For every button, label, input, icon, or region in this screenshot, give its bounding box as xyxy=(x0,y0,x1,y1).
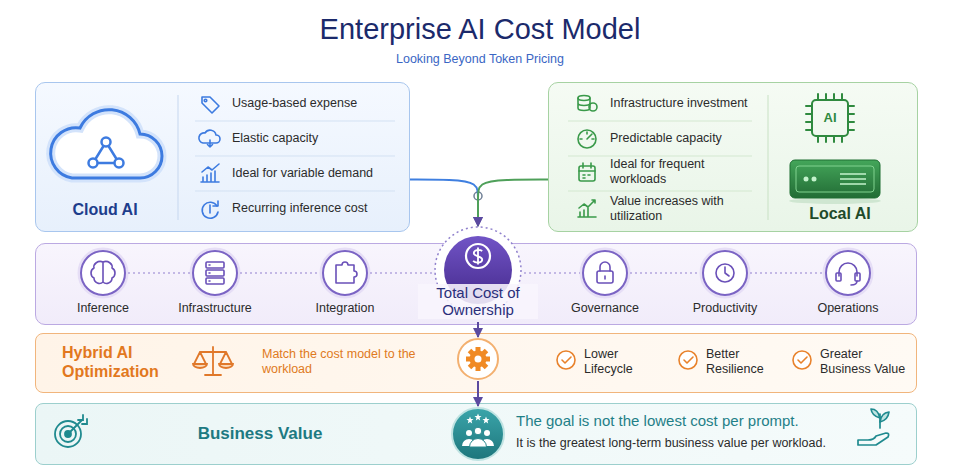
check-item: Better Resilience xyxy=(706,347,774,377)
optimization-band: Hybrid AI Optimization Match the cost mod… xyxy=(35,333,917,393)
node-glow xyxy=(192,250,239,297)
node-circle xyxy=(826,251,870,295)
hub-label: Total Cost of Ownership xyxy=(418,284,538,319)
feature-item: Elastic capacity xyxy=(232,131,402,146)
value-statement: The goal is not the lowest cost per prom… xyxy=(516,412,896,430)
feature-item: Usage-based expense xyxy=(232,96,402,111)
junction-dot xyxy=(474,192,482,200)
check-item: Greater Business Value xyxy=(820,347,914,377)
node-circle xyxy=(81,251,125,295)
people-node xyxy=(450,406,506,462)
cost-factor-node: Governance xyxy=(555,249,655,321)
check-item: Lower Lifecycle xyxy=(584,347,648,377)
band-heading: Business Value xyxy=(180,424,340,444)
coin-ring xyxy=(466,244,490,268)
currency-glyph xyxy=(473,248,482,265)
node-glow xyxy=(702,250,749,297)
feature-item: Predictable capacity xyxy=(610,131,770,146)
node-glow xyxy=(582,250,629,297)
tco-hub: Total Cost of Ownership xyxy=(418,226,538,322)
business-value-band: Business Value The goal is not the lowest… xyxy=(35,403,917,465)
feature-item: Ideal for variable demand xyxy=(232,166,402,181)
factor-label: Productivity xyxy=(675,301,775,316)
chip-label: AI xyxy=(812,110,848,126)
people-shape xyxy=(450,406,506,462)
local-ai-panel: Infrastructure investmentPredictable cap… xyxy=(548,82,918,232)
node-glow xyxy=(322,250,369,297)
node-circle xyxy=(583,251,627,295)
node-glow xyxy=(825,250,872,297)
cost-factor-node: Inference xyxy=(53,249,153,321)
cost-factor-node: Integration xyxy=(295,249,395,321)
gear-node xyxy=(456,337,500,381)
node-circle xyxy=(323,251,367,295)
diagram-title: Enterprise AI Cost Model xyxy=(0,12,960,47)
gear-shape xyxy=(456,337,500,381)
band-text: Match the cost model to the workload xyxy=(262,347,420,377)
factor-label: Inference xyxy=(53,301,153,316)
node-glow xyxy=(80,250,127,297)
node-circle xyxy=(703,251,747,295)
band-heading: Hybrid AI Optimization xyxy=(62,343,192,381)
value-statement: It is the greatest long-term business va… xyxy=(516,436,906,451)
panel-heading: Cloud AI xyxy=(40,200,170,219)
factor-label: Governance xyxy=(555,301,655,316)
flow-arrow xyxy=(478,180,548,227)
factor-label: Infrastructure xyxy=(165,301,265,316)
feature-item: Ideal for frequent workloads xyxy=(610,157,735,187)
feature-item: Recurring inference cost xyxy=(232,201,402,216)
feature-item: Infrastructure investment xyxy=(610,96,770,111)
feature-item: Value increases with utilization xyxy=(610,194,735,224)
factor-label: Operations xyxy=(798,301,898,316)
people-circle xyxy=(452,408,504,460)
cloud-ai-panel: Cloud AI Usage-based expenseElastic capac… xyxy=(35,82,410,232)
flow-arrow xyxy=(410,180,478,227)
panel-heading: Local AI xyxy=(780,204,900,223)
junction-dot xyxy=(474,192,482,200)
factor-label: Integration xyxy=(295,301,395,316)
cost-factor-node: Operations xyxy=(798,249,898,321)
subtitle: Looking Beyond Token Pricing xyxy=(0,52,960,67)
cost-factor-band: Inference Infrastructure Integration Total … xyxy=(35,243,917,325)
node-circle xyxy=(193,251,237,295)
gear-circle xyxy=(458,339,498,379)
cost-factor-node: Infrastructure xyxy=(165,249,265,321)
cost-factor-node: Productivity xyxy=(675,249,775,321)
